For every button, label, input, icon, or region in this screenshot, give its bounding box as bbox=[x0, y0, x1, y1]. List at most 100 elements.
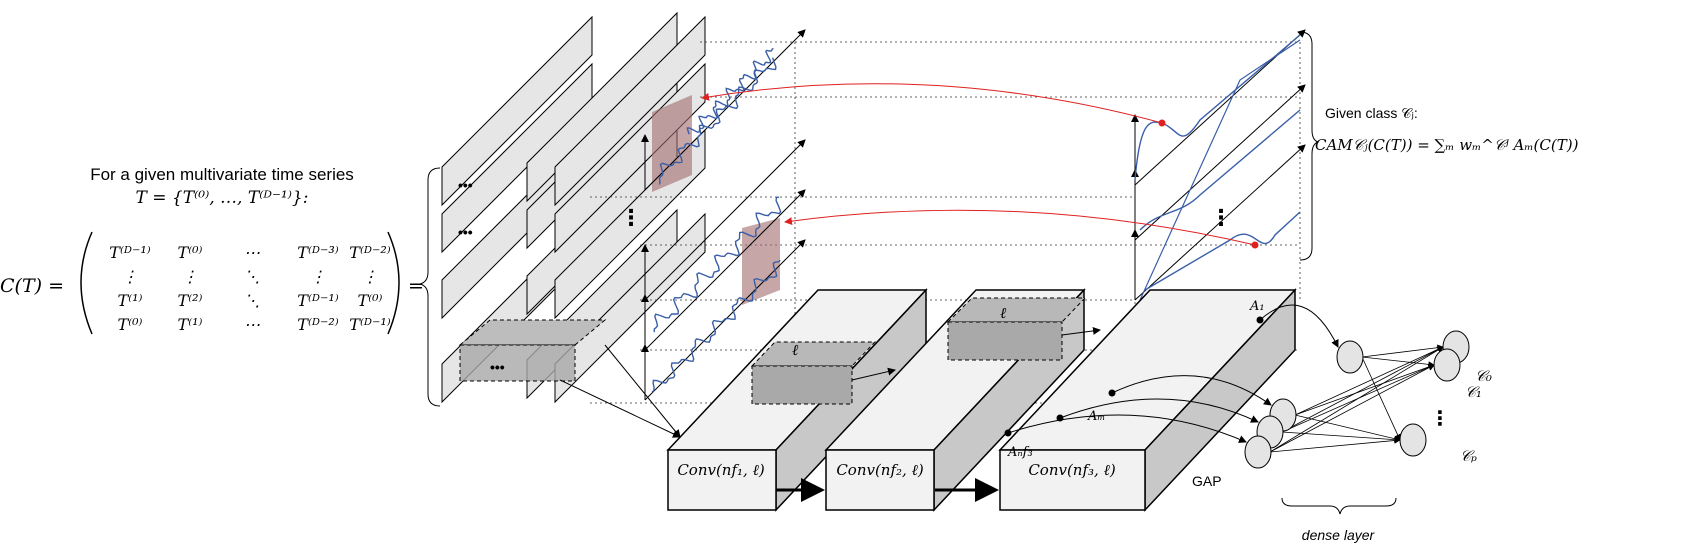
input-series-line bbox=[653, 196, 782, 333]
activation-point bbox=[1108, 389, 1116, 397]
cam-series-line bbox=[1144, 211, 1301, 291]
time-axis-arrow bbox=[644, 239, 806, 401]
gap-label: GAP bbox=[1192, 473, 1222, 489]
conv-block-2-front bbox=[825, 449, 935, 511]
matrix: T⁽ᴰ⁻¹⁾ T⁽⁰⁾ ⋯ T⁽ᴰ⁻³⁾ T⁽ᴰ⁻²⁾ ⋮ ⋮ ⋱ ⋮ ⋮ T⁽¹⁾ T⁽²⁾ ⋱ T⁽ᴰ… bbox=[109, 243, 391, 334]
conv1-kernel-front bbox=[751, 365, 853, 405]
matrix-entry: ⋱ bbox=[244, 267, 260, 286]
matrix-entry: T⁽ᴰ⁻²⁾ bbox=[297, 315, 339, 334]
dense-layer-brace bbox=[1281, 497, 1397, 515]
input-series-line bbox=[651, 259, 781, 393]
input-sheet bbox=[441, 15, 593, 207]
conv2-kernel-top bbox=[946, 297, 1087, 323]
output-vdots: ⋮ bbox=[1430, 408, 1450, 430]
gap-node bbox=[1244, 435, 1272, 469]
matrix-left-paren bbox=[80, 231, 93, 335]
matrix-entry: T⁽ᴰ⁻¹⁾ bbox=[109, 243, 151, 262]
matrix-entry: T⁽⁰⁾ bbox=[358, 291, 383, 310]
class-c0-label: 𝒞₀ bbox=[1475, 367, 1492, 385]
sheet-ellipsis: ••• bbox=[458, 177, 473, 193]
matrix-entry: T⁽ᴰ⁻³⁾ bbox=[297, 243, 339, 262]
time-axis-arrow bbox=[644, 29, 806, 191]
time-axis-arrow bbox=[644, 139, 806, 301]
matrix-entry: T⁽²⁾ bbox=[178, 291, 203, 310]
cam-highlight-region bbox=[742, 218, 780, 305]
activation-point bbox=[1004, 429, 1012, 437]
matrix-lhs: C(T) = bbox=[0, 275, 64, 297]
class-cp-label: 𝒞ₚ bbox=[1460, 447, 1477, 465]
matrix-entry: T⁽¹⁾ bbox=[178, 315, 203, 334]
cam-series-line bbox=[1139, 39, 1301, 301]
matrix-entry: ⋯ bbox=[244, 315, 260, 334]
cam-given-class: Given class 𝒞ⱼ: bbox=[1325, 105, 1418, 121]
sheet-ellipsis: ••• bbox=[458, 224, 473, 240]
dense-connection bbox=[1361, 344, 1444, 358]
cam-projection-arrow bbox=[701, 83, 1163, 124]
matrix-entry: T⁽⁰⁾ bbox=[118, 315, 143, 334]
dense-connection bbox=[1281, 431, 1401, 443]
conv-block-1-front bbox=[667, 449, 777, 511]
dense-connection bbox=[1281, 346, 1444, 433]
dense-connection bbox=[1269, 364, 1435, 453]
matrix-entry: ⋯ bbox=[244, 243, 260, 262]
input-series-line bbox=[686, 47, 774, 135]
sheet-ellipsis: ••• bbox=[490, 359, 505, 375]
matrix-entry: ⋮ bbox=[310, 267, 326, 286]
activation-am-label: Aₘ bbox=[1087, 409, 1105, 424]
kernel-map-arrow bbox=[1061, 326, 1101, 336]
intro-line-2: T = {T⁽⁰⁾, …, T⁽ᴰ⁻¹⁾}: bbox=[136, 188, 309, 208]
matrix-entry: ⋮ bbox=[362, 267, 378, 286]
gap-connection-arrow bbox=[1007, 414, 1247, 443]
kernel-map-arrow bbox=[851, 367, 896, 381]
dense-connection bbox=[1294, 414, 1401, 442]
gap-connection-arrow bbox=[1111, 375, 1272, 406]
conv2-kernel-front bbox=[947, 321, 1063, 361]
matrix-entry: ⋮ bbox=[182, 267, 198, 286]
cam-projection-arrow bbox=[784, 209, 1256, 246]
cam-formula: CAM𝒞ⱼ(C(T)) = ∑ₘ wₘ^𝒞ʲ Aₘ(C(T)) bbox=[1315, 136, 1579, 154]
input-kernel-front bbox=[459, 344, 576, 382]
input-series-line bbox=[658, 57, 777, 185]
dense-connection bbox=[1294, 346, 1444, 416]
matrix-entry: T⁽ᴰ⁻²⁾ bbox=[349, 243, 391, 262]
matrix-rhs: = bbox=[408, 275, 424, 297]
matrix-right-paren bbox=[387, 231, 400, 335]
cam-time-axis bbox=[1134, 144, 1306, 301]
output-node bbox=[1433, 348, 1461, 382]
kernel1-label: ℓ bbox=[792, 341, 798, 359]
gap-connection-arrow bbox=[1259, 304, 1339, 348]
dense-connection bbox=[1269, 437, 1401, 453]
class-c1-label: 𝒞₁ bbox=[1465, 383, 1482, 401]
kernel2-label: ℓ bbox=[1000, 304, 1006, 322]
dense-connection bbox=[1361, 356, 1435, 368]
matrix-entry: T⁽ᴰ⁻¹⁾ bbox=[297, 291, 339, 310]
sheets-brace bbox=[419, 167, 441, 407]
conv3-label: Conv(n𝑓₃, ℓ) bbox=[1028, 461, 1116, 479]
activation-anf3-label: Aₙ𝑓₃ bbox=[1007, 445, 1033, 460]
intro-line-1: For a given multivariate time series bbox=[90, 165, 354, 184]
gap-node bbox=[1336, 340, 1364, 374]
right-series-vdots: ⋮ bbox=[1210, 205, 1232, 230]
matrix-entry: ⋮ bbox=[122, 267, 138, 286]
activation-a1-label: A₁ bbox=[1249, 299, 1265, 314]
conv2-label: Conv(n𝑓₂, ℓ) bbox=[836, 461, 924, 479]
matrix-entry: T⁽¹⁾ bbox=[118, 291, 143, 310]
activation-point bbox=[1256, 316, 1264, 324]
cam-point bbox=[1251, 241, 1259, 249]
cam-time-axis bbox=[1134, 84, 1306, 241]
matrix-entry: T⁽ᴰ⁻¹⁾ bbox=[349, 315, 391, 334]
cam-brace bbox=[1299, 31, 1320, 261]
dense-layer-label: dense layer bbox=[1302, 527, 1376, 543]
dense-connection bbox=[1361, 356, 1401, 441]
kernel-map-arrow bbox=[604, 344, 681, 438]
time-axis-arrow bbox=[644, 189, 806, 351]
matrix-entry: T⁽⁰⁾ bbox=[178, 243, 203, 262]
conv-block-3-front bbox=[999, 449, 1146, 511]
conv1-label: Conv(n𝑓₁, ℓ) bbox=[677, 461, 765, 479]
kernel-map-arrow bbox=[559, 379, 681, 438]
input-sheet bbox=[554, 15, 706, 207]
sheet-vdots: ⋮ bbox=[620, 205, 642, 230]
matrix-entry: ⋱ bbox=[244, 291, 260, 310]
